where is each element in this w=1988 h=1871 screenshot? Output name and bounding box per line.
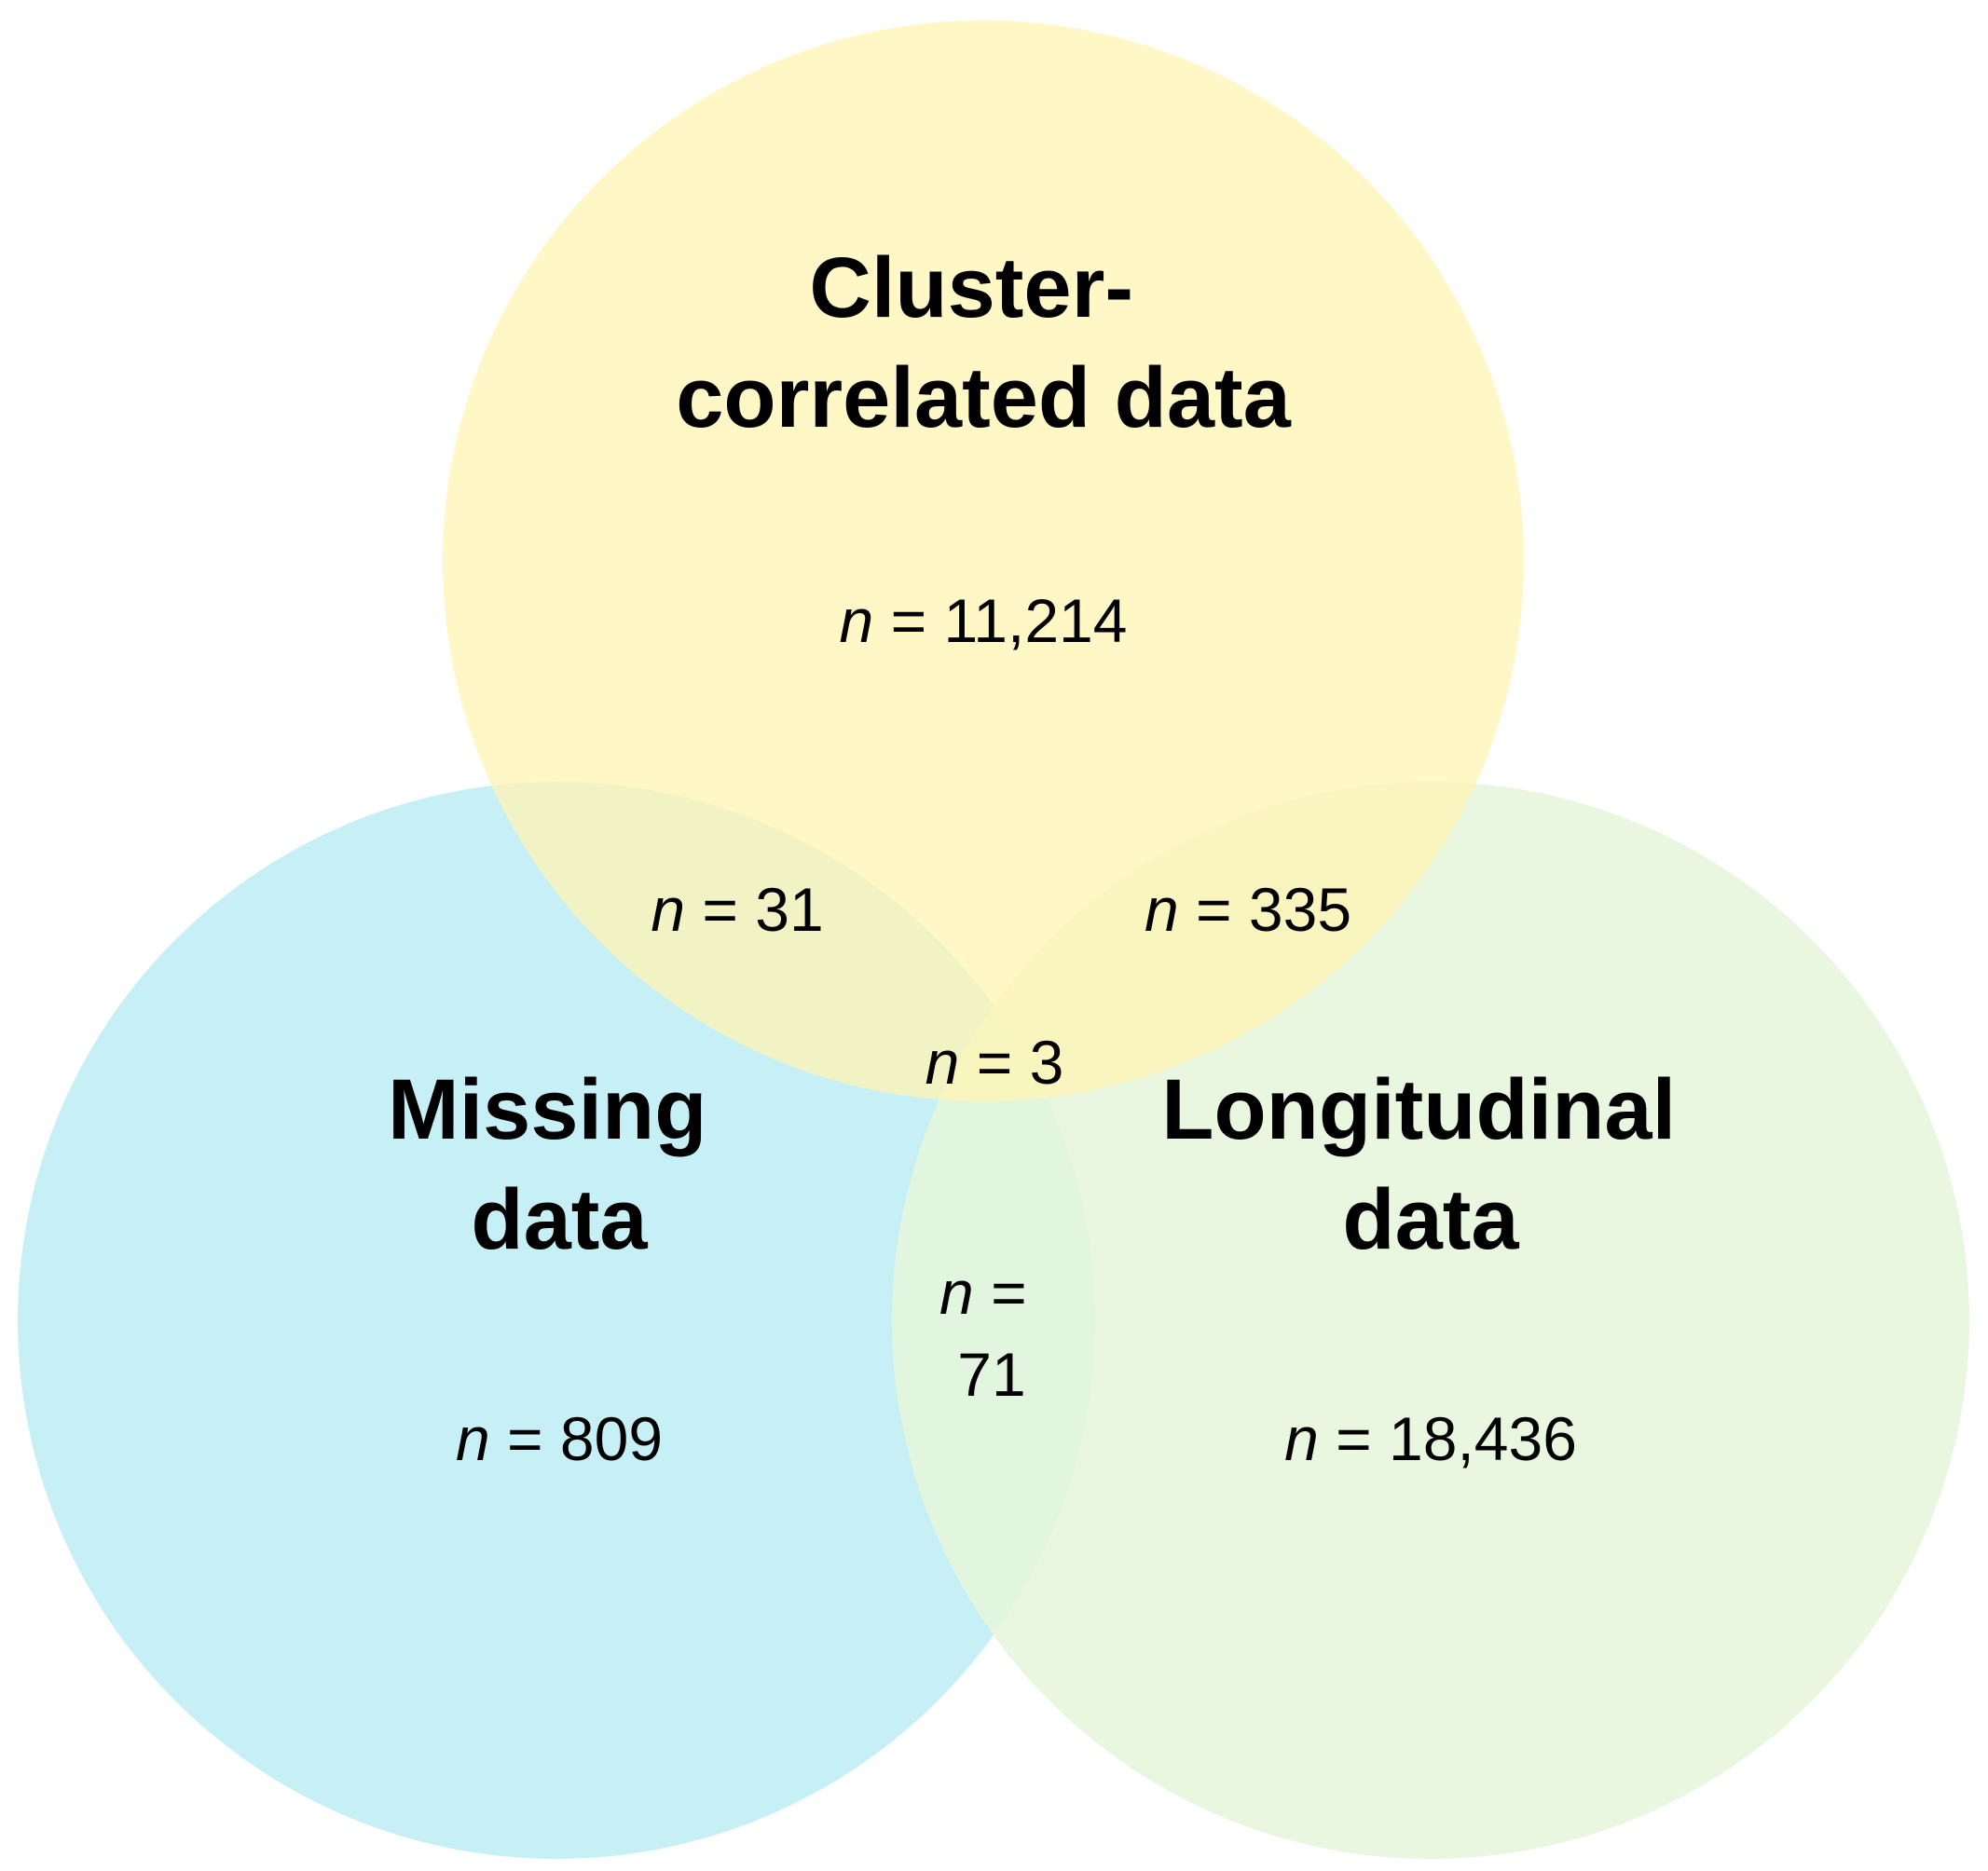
longitudinal-title-line1: Longitudinal [1161, 1062, 1676, 1157]
missing-longitudinal-count: n = 71 [939, 1258, 1044, 1409]
cluster-longitudinal-count-value: = 335 [1179, 875, 1351, 944]
cluster-title: Cluster- correlated data [676, 240, 1291, 445]
cluster-title-line1: Cluster- [809, 240, 1133, 335]
all-three-count: n = 3 [925, 1028, 1064, 1097]
n-symbol: n [1145, 875, 1179, 944]
cluster-longitudinal-count: n = 335 [1145, 875, 1351, 944]
n-symbol: n [840, 586, 874, 655]
n-symbol: n [1284, 1404, 1319, 1473]
n-symbol: n [925, 1028, 960, 1097]
circle-cluster-correlated-data [443, 20, 1524, 1101]
missing-title-line1: Missing [388, 1062, 706, 1157]
longitudinal-title: Longitudinal data [1161, 1062, 1699, 1267]
missing-title: Missing data [388, 1062, 731, 1267]
n-symbol: n [939, 1258, 974, 1327]
missing-count: n = 809 [456, 1404, 663, 1473]
missing-title-line2: data [471, 1172, 648, 1267]
cluster-missing-count: n = 31 [651, 875, 823, 944]
cluster-count: n = 11,214 [840, 586, 1128, 655]
n-symbol: n [456, 1404, 490, 1473]
longitudinal-title-line2: data [1342, 1172, 1519, 1267]
missing-longitudinal-count-line2: 71 [957, 1340, 1025, 1409]
cluster-title-line2: correlated data [676, 350, 1291, 445]
cluster-missing-count-value: = 31 [685, 875, 824, 944]
all-three-count-value: = 3 [959, 1028, 1063, 1097]
missing-longitudinal-count-line1: = [974, 1258, 1027, 1327]
missing-count-value: = 809 [490, 1404, 663, 1473]
cluster-count-value: = 11,214 [873, 586, 1127, 655]
longitudinal-count: n = 18,436 [1284, 1404, 1577, 1473]
longitudinal-count-value: = 18,436 [1319, 1404, 1577, 1473]
n-symbol: n [651, 875, 685, 944]
